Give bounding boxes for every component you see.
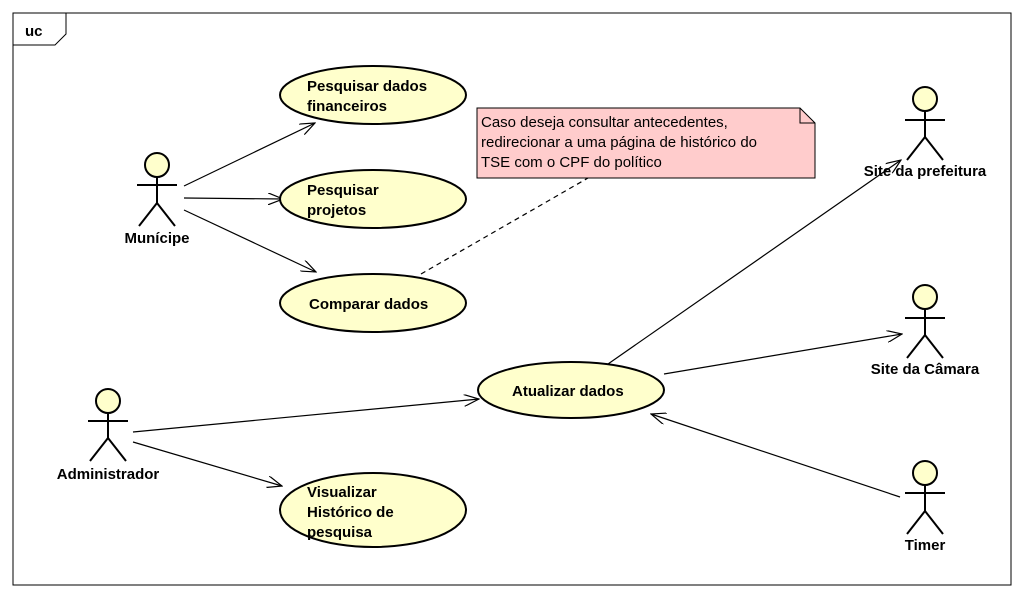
note-line-3: TSE com o CPF do político: [481, 154, 662, 171]
frame-label: uc: [25, 23, 43, 40]
edge-atualizar-site-prefeitura: [607, 160, 901, 365]
usecase-label: Comparar dados: [309, 296, 428, 313]
actor-site-da-camara[interactable]: Site da Câmara: [871, 284, 980, 378]
actor-stick-figure-icon: [905, 284, 945, 359]
actor-timer[interactable]: Timer: [905, 460, 946, 554]
usecase-label-line-2: projetos: [307, 202, 366, 219]
actor-label: Administrador: [57, 466, 160, 483]
actor-site-da-prefeitura[interactable]: Site da prefeitura: [864, 86, 987, 180]
edge-administrador-visualizar-historico: [132, 441, 282, 486]
usecase-atualizar-dados[interactable]: Atualizar dados: [477, 361, 665, 419]
actor-label: Site da Câmara: [871, 361, 980, 378]
actor-stick-figure-icon: [88, 388, 128, 462]
usecase-label-line-1: Visualizar: [307, 484, 377, 501]
edge-municipe-comparar-dados: [183, 209, 316, 272]
associations: [132, 123, 902, 498]
diagram-frame: uc: [12, 12, 1012, 586]
usecase-label-line-2: Histórico de: [307, 504, 394, 521]
usecase-comparar-dados[interactable]: Comparar dados: [279, 273, 467, 333]
actor-stick-figure-icon: [137, 152, 177, 227]
note-line-2: redirecionar a uma página de histórico d…: [481, 134, 757, 151]
actor-administrador[interactable]: Administrador: [57, 388, 160, 483]
actor-stick-figure-icon: [905, 86, 945, 161]
actor-label: Site da prefeitura: [864, 163, 987, 180]
usecase-label-line-3: pesquisa: [307, 524, 373, 541]
usecase-label-line-1: Pesquisar dados: [307, 78, 427, 95]
edge-atualizar-site-camara: [663, 334, 902, 375]
note-line-1: Caso deseja consultar antecedentes,: [481, 114, 728, 131]
usecase-pesquisar-projetos[interactable]: Pesquisar projetos: [279, 169, 467, 229]
actor-label: Munícipe: [124, 230, 189, 247]
usecase-visualizar-historico-de-pesquisa[interactable]: Visualizar Histórico de pesquisa: [279, 472, 467, 548]
usecase-label: Atualizar dados: [512, 383, 624, 400]
actor-label: Timer: [905, 537, 946, 554]
edge-municipe-pesquisar-financeiros: [183, 123, 315, 187]
edge-administrador-atualizar-dados: [132, 399, 479, 433]
actor-municipe[interactable]: Munícipe: [124, 152, 190, 247]
usecase-label-line-1: Pesquisar: [307, 182, 379, 199]
note: Caso deseja consultar antecedentes, redi…: [476, 107, 816, 179]
edge-timer-atualizar-dados: [651, 414, 901, 498]
usecase-label-line-2: financeiros: [307, 98, 387, 115]
edge-municipe-pesquisar-projetos: [183, 198, 283, 199]
usecase-pesquisar-dados-financeiros[interactable]: Pesquisar dados financeiros: [279, 65, 467, 125]
actor-stick-figure-icon: [905, 460, 945, 535]
